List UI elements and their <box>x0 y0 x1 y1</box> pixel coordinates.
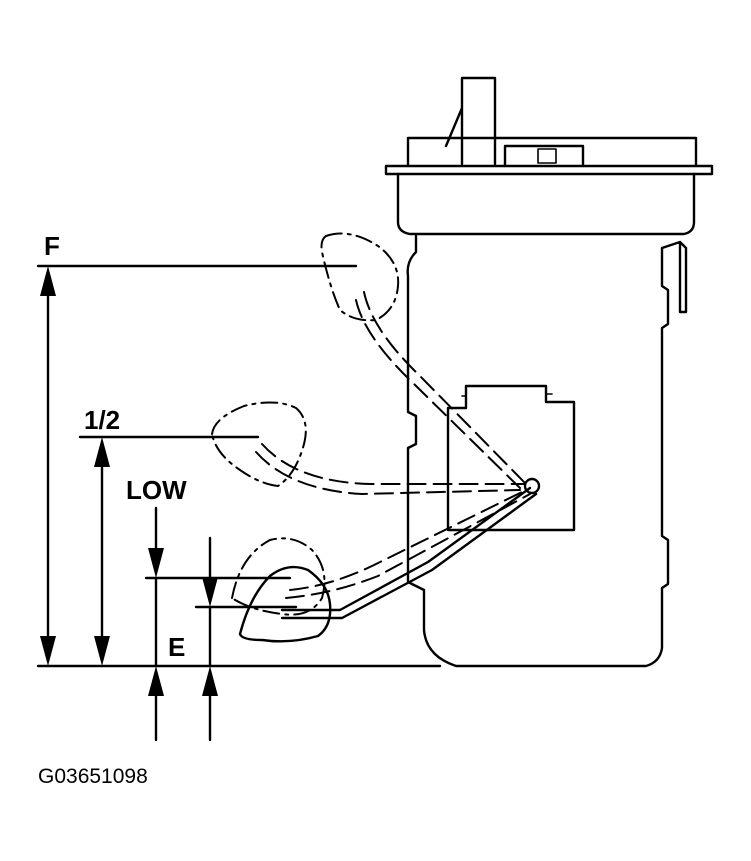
arm-empty-a <box>280 486 532 612</box>
float-half <box>210 401 307 488</box>
float-empty <box>238 565 332 643</box>
arm-full-a <box>363 291 527 485</box>
connector-post <box>444 76 497 166</box>
low-label: LOW <box>126 475 187 505</box>
flange-body <box>396 172 696 236</box>
empty-arrow-up <box>202 666 218 696</box>
arm-low-b <box>285 493 531 599</box>
arm-half-a <box>261 443 525 485</box>
arm-low-a <box>289 489 527 591</box>
float-low <box>230 537 326 616</box>
housing-body <box>406 234 688 668</box>
connector-terminal <box>537 148 557 164</box>
arm-empty-b <box>280 492 538 620</box>
half-arrow-up <box>94 437 110 467</box>
flange-top <box>406 136 698 168</box>
low-arrow-up <box>148 666 164 696</box>
sender-housing <box>384 76 714 668</box>
arm-half-b <box>255 451 521 496</box>
low-arrow-down <box>148 548 164 578</box>
full-label: F <box>44 231 60 261</box>
empty-arrow-down <box>202 577 218 607</box>
float-full <box>320 232 400 322</box>
float-positions <box>210 232 538 643</box>
electrical-connector <box>503 144 585 168</box>
empty-label: E <box>168 632 186 662</box>
sender-module <box>446 384 576 532</box>
flange-rim <box>384 164 714 176</box>
half-label: 1/2 <box>84 405 121 435</box>
full-arrow-up <box>40 266 56 296</box>
half-arrow-down <box>94 636 110 666</box>
dimension-lines <box>36 264 442 742</box>
figure-code: G03651098 <box>38 765 148 788</box>
arm-full-b <box>355 299 521 489</box>
float-arm-pivot <box>523 477 541 495</box>
full-arrow-down <box>40 636 56 666</box>
